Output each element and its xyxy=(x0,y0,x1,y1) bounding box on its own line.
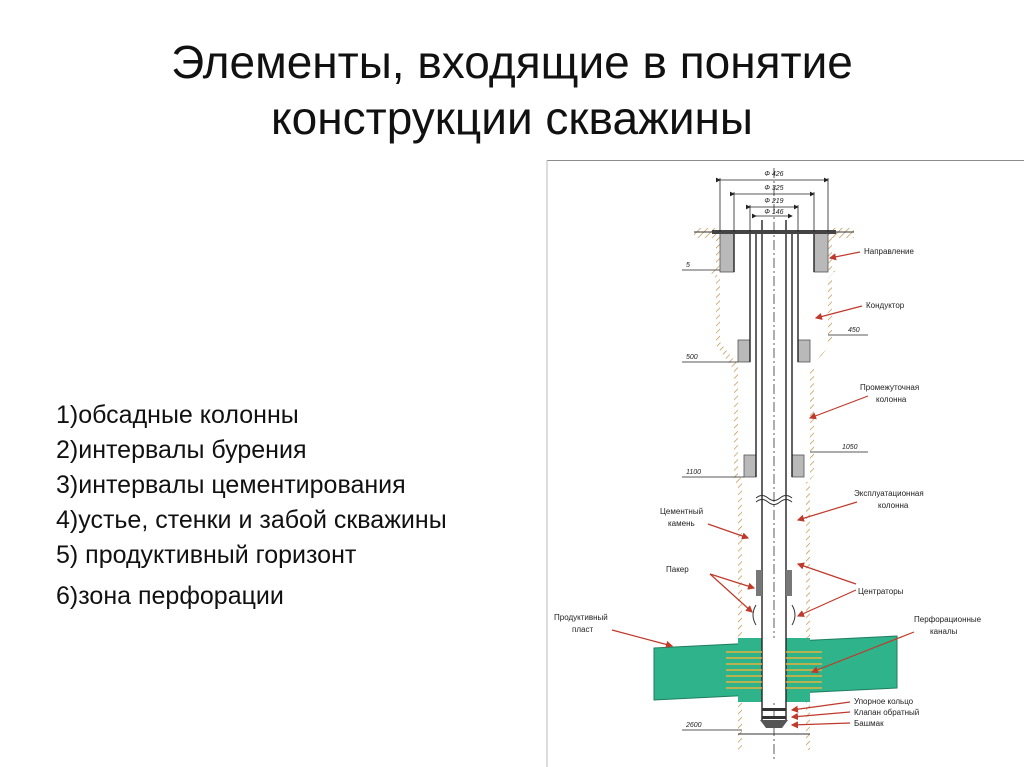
perforation-channels xyxy=(726,651,822,689)
centralizer-left xyxy=(752,604,757,626)
label-prod-1: Продуктивный xyxy=(554,613,608,622)
label-promezh-1: Промежуточная xyxy=(860,383,919,392)
ground-hatch-right xyxy=(832,228,854,238)
list-item: 1)обсадные колонны xyxy=(56,401,299,429)
label-paker: Пакер xyxy=(666,565,689,574)
depth-label: 5 xyxy=(686,262,690,269)
title-line-1: Элементы, входящие в понятие xyxy=(171,36,853,88)
cement-conductor-right xyxy=(797,339,811,363)
depth-label: 450 xyxy=(848,327,860,334)
list-item: 6)зона перфорации xyxy=(56,582,284,610)
depth-label: 1100 xyxy=(686,469,701,476)
label-promezh-2: колонна xyxy=(876,395,907,404)
packer-left xyxy=(756,570,762,596)
cement-intermediate-right xyxy=(791,454,805,478)
packer-right xyxy=(786,570,792,596)
break-mark xyxy=(755,495,793,501)
depth-marks xyxy=(682,269,868,731)
label-konduktor: Кондуктор xyxy=(866,301,905,310)
depth-label: 1050 xyxy=(842,444,858,451)
label-bashmak: Башмак xyxy=(854,719,884,728)
callout-arrows xyxy=(611,251,915,729)
label-napravlenie: Направление xyxy=(864,247,915,256)
list-item: 4)устье, стенки и забой скважины xyxy=(56,506,447,534)
check-valve xyxy=(762,716,786,719)
label-perf-1: Перфорационные xyxy=(914,615,982,624)
label-perf-2: каналы xyxy=(930,627,958,636)
diameter-dimensions xyxy=(716,177,829,232)
diameter-label: Ф 146 xyxy=(764,209,783,216)
well-diagram-svg: Ф 426 Ф 325 Ф 219 Ф 146 5 450 500 1050 1… xyxy=(546,160,1024,767)
cement-direction-left xyxy=(719,231,735,273)
label-cement-1: Цементный xyxy=(660,507,703,516)
label-expl-2: колонна xyxy=(878,501,909,510)
ground-hatch-left xyxy=(694,228,716,238)
depth-label: 2600 xyxy=(685,722,702,729)
well-construction-diagram: Ф 426 Ф 325 Ф 219 Ф 146 5 450 500 1050 1… xyxy=(542,160,1024,767)
diameter-label: Ф 325 xyxy=(764,185,783,192)
label-upornoe: Упорное кольцо xyxy=(854,697,914,706)
stop-ring xyxy=(762,708,786,711)
centralizer-right xyxy=(791,604,796,626)
elements-list: 1)обсадные колонны 2)интервалы бурения 3… xyxy=(56,398,447,614)
cement-conductor-left xyxy=(737,339,751,363)
list-item: 2)интервалы бурения xyxy=(56,436,307,464)
label-cement-2: камень xyxy=(668,519,695,528)
title-line-2: конструкции скважины xyxy=(271,92,753,144)
depth-label: 500 xyxy=(686,354,698,361)
list-item: 5) продуктивный горизонт xyxy=(56,541,357,569)
list-item: 3)интервалы цементирования xyxy=(56,471,406,499)
label-centratory: Центраторы xyxy=(858,587,904,596)
diameter-label: Ф 219 xyxy=(764,198,783,205)
cement-intermediate-left xyxy=(743,454,757,478)
label-klapan: Клапан обратный xyxy=(854,708,919,717)
diameter-label: Ф 426 xyxy=(764,171,783,178)
casing-shoe xyxy=(760,720,788,728)
borehole-wall-left xyxy=(710,232,742,750)
cement-direction-right xyxy=(813,231,829,273)
slide-title: Элементы, входящие в понятие конструкции… xyxy=(0,34,1024,146)
label-expl-1: Эксплуатационная xyxy=(854,489,924,498)
label-prod-2: пласт xyxy=(572,625,593,634)
